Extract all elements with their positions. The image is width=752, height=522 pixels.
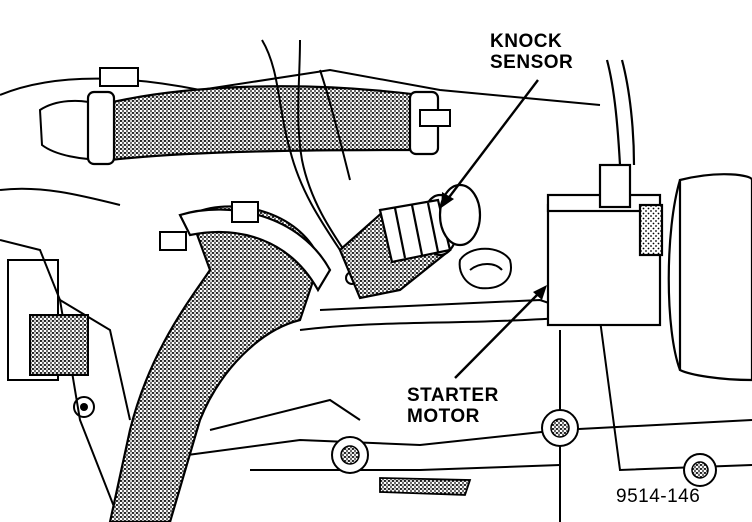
lower-gasket: [379, 477, 472, 496]
starter-motor-leader: [454, 285, 547, 379]
engine-block: [0, 68, 752, 522]
knock-sensor-label-line2: SENSOR: [490, 52, 574, 73]
knock-sensor-leader: [441, 79, 539, 208]
starter-motor-label-line2: MOTOR: [407, 406, 480, 427]
knock-sensor: [338, 183, 482, 300]
starter-motor: [546, 59, 752, 382]
left-bracket: [7, 259, 95, 418]
mounting-bolts: [331, 409, 717, 487]
wire-harness: [261, 39, 359, 285]
starter-motor-label: STARTER MOTOR: [407, 385, 499, 427]
upper-hose: [38, 67, 451, 166]
figure-number: 9514-146: [616, 486, 701, 507]
knock-sensor-label-line1: KNOCK: [490, 31, 563, 52]
starter-motor-label-line1: STARTER: [407, 385, 499, 406]
lower-hose: [108, 201, 332, 522]
knock-sensor-label: KNOCK SENSOR: [490, 31, 573, 73]
